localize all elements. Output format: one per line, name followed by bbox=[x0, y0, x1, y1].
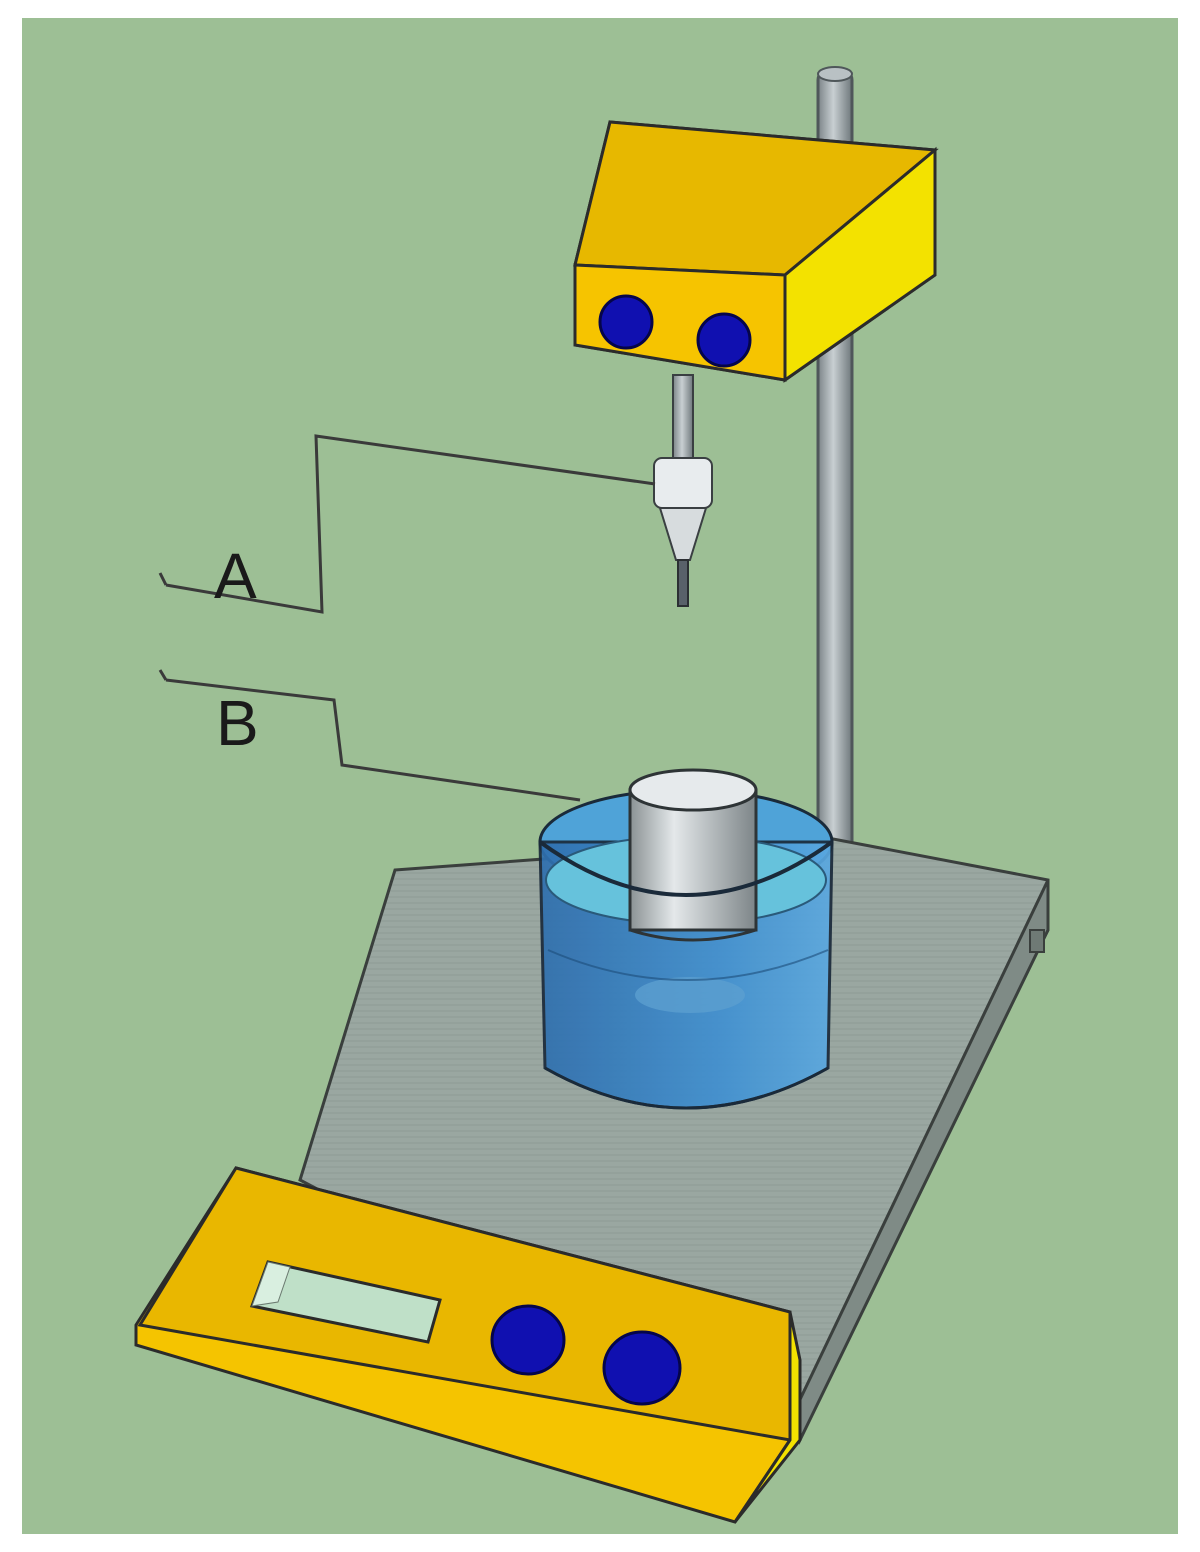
electrode-cylinder-icon bbox=[628, 768, 758, 942]
head-knob-right bbox=[696, 312, 752, 368]
wire-b-tick bbox=[158, 669, 168, 681]
base-knob-left bbox=[490, 1304, 566, 1376]
label-b: B bbox=[216, 687, 259, 759]
probe-electrode-icon bbox=[653, 374, 713, 607]
stirrer-base-icon bbox=[134, 1166, 802, 1524]
motor-head-icon bbox=[573, 120, 939, 383]
label-a: A bbox=[214, 540, 257, 612]
wire-a bbox=[165, 434, 656, 614]
wire-a-tick bbox=[158, 572, 168, 586]
beaker-front-rim bbox=[538, 840, 834, 897]
wire-b bbox=[165, 678, 581, 802]
head-knob-left bbox=[598, 294, 654, 350]
base-knob-right bbox=[602, 1330, 682, 1406]
